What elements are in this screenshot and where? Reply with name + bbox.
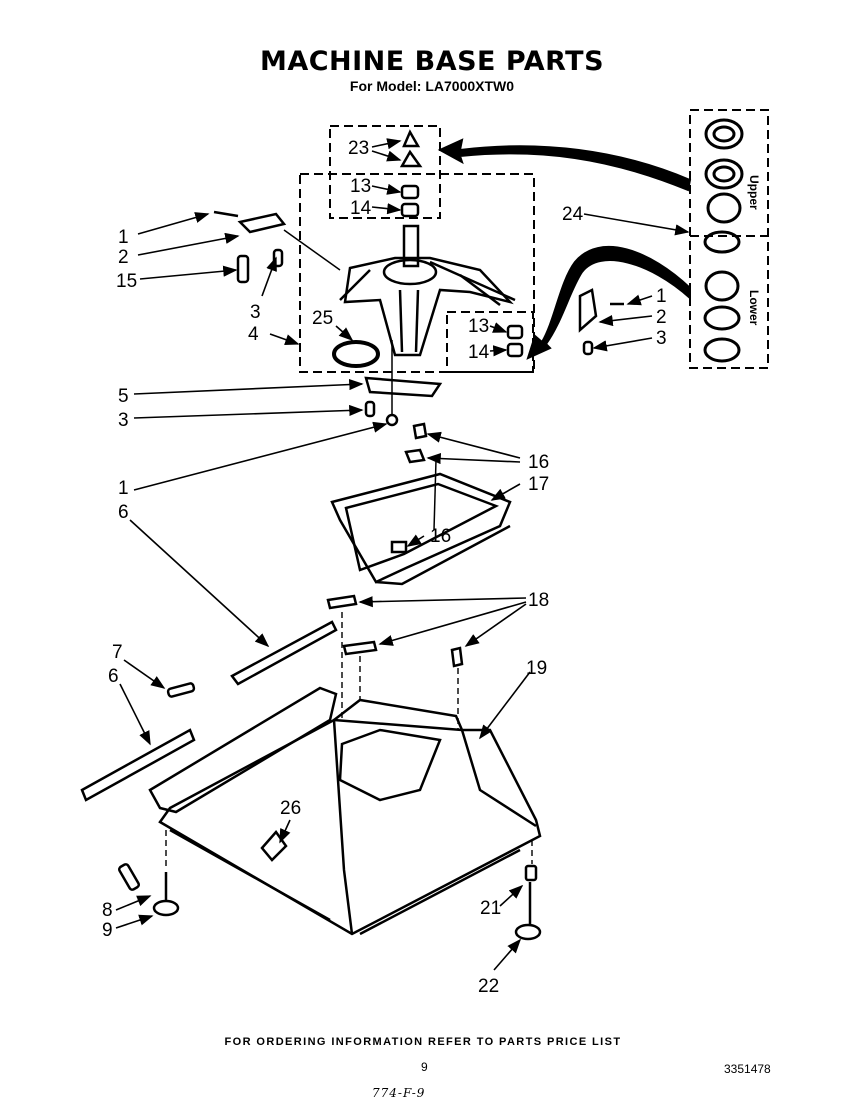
- glide-icon: [342, 640, 378, 656]
- cone-part-icon: [402, 129, 421, 148]
- bearing-kit: [703, 118, 744, 363]
- callout-label: 19: [526, 658, 547, 679]
- hook-icon: [260, 829, 288, 862]
- transmission-assembly: [339, 256, 516, 357]
- callout-label: 14: [350, 198, 372, 219]
- callout-label: 5: [118, 386, 129, 407]
- callout-label: 6: [118, 502, 129, 523]
- bearing-ring-icon: [712, 165, 736, 183]
- bearing-ring-icon: [703, 337, 741, 363]
- lower-bearing-frame: [446, 311, 534, 373]
- bracket-icon: [578, 288, 598, 333]
- callout-label: 22: [478, 976, 499, 997]
- bearing-ring-icon: [704, 158, 744, 190]
- page-title: MACHINE BASE PARTS: [259, 46, 605, 77]
- spring-icon: [166, 682, 196, 698]
- callout-label: 6: [108, 666, 119, 687]
- foot-pad-icon: [514, 923, 542, 941]
- lower-label: Lower: [747, 290, 761, 326]
- bearing-ring-icon: [712, 125, 736, 143]
- left-bracket-parts: [213, 210, 341, 284]
- callout-label: 16: [430, 526, 451, 547]
- ordering-note: FOR ORDERING INFORMATION REFER TO PARTS …: [224, 1036, 622, 1048]
- callout-label: 24: [562, 204, 584, 225]
- callout-label: 16: [528, 452, 549, 473]
- callout-label: 3: [118, 410, 129, 431]
- callout-label: 4: [248, 324, 259, 345]
- pad-icon: [412, 422, 428, 440]
- bearing-part-icon: [506, 324, 524, 340]
- lower-curved-arrow: [526, 246, 691, 360]
- transmission-frame: [299, 173, 535, 373]
- curved-arrows: [437, 138, 692, 360]
- foot-pad-icon: [152, 899, 180, 917]
- callout-label: 17: [528, 474, 549, 495]
- side-rail-icon: [80, 728, 196, 802]
- callout-label: 2: [118, 247, 129, 268]
- tub-support-frame: [330, 459, 512, 586]
- leader-lines: [115, 138, 690, 971]
- bearing-ring-icon: [704, 118, 744, 150]
- callout-label: 7: [112, 642, 123, 663]
- callout-label: 8: [102, 900, 113, 921]
- callout-numbers: 1 2 15 3 4 25 23 13 14 24 1 2 3 13 14 5 …: [102, 138, 667, 997]
- callout-label: 3: [250, 302, 261, 323]
- roller-bearing-icon: [704, 270, 740, 302]
- handwritten-note: 774-F-9: [372, 1086, 426, 1100]
- bearing-part-icon: [400, 184, 420, 200]
- bearing-ring-icon: [703, 305, 741, 331]
- roller-bearing-icon: [706, 192, 742, 224]
- callout-label: 25: [312, 308, 333, 329]
- bearing-ring-icon: [703, 230, 741, 254]
- pad-icon: [404, 448, 426, 464]
- callout-label: 9: [102, 920, 113, 941]
- upper-curved-arrow: [437, 138, 692, 192]
- bracket-icon: [364, 376, 443, 398]
- callout-label: 2: [656, 307, 667, 328]
- callout-label: 14: [468, 342, 490, 363]
- right-bracket-parts: [506, 288, 624, 358]
- document-number: 3351478: [724, 1062, 771, 1076]
- callout-label: 1: [656, 286, 667, 307]
- callout-label: 26: [280, 798, 301, 819]
- seal-ring-icon: [332, 340, 380, 368]
- callout-label: 23: [348, 138, 369, 159]
- callout-label: 15: [116, 271, 137, 292]
- middle-parts: [364, 340, 443, 464]
- callout-label: 18: [528, 590, 549, 611]
- bracket-icon: [237, 212, 287, 234]
- callout-label: 13: [468, 316, 489, 337]
- bolt-icon: [385, 413, 399, 427]
- upper-label: Upper: [747, 175, 761, 210]
- cone-part-icon: [399, 149, 423, 168]
- callout-label: 1: [118, 227, 129, 248]
- spring-icon: [236, 254, 250, 284]
- bolt-icon: [213, 210, 239, 218]
- bearing-part-icon: [400, 202, 420, 218]
- guide-lines: [165, 612, 533, 866]
- base-rails: [80, 594, 464, 802]
- model-subtitle: For Model: LA7000XTW0: [349, 78, 515, 94]
- leg-icon: [118, 863, 140, 891]
- callout-label: 3: [656, 328, 667, 349]
- callout-label: 21: [480, 898, 501, 919]
- side-rail-icon: [230, 620, 338, 686]
- callout-label: 1: [118, 478, 129, 499]
- clip-icon: [364, 400, 376, 418]
- top-bearing-frame: [329, 125, 441, 219]
- callout-label: 13: [350, 176, 371, 197]
- bearing-part-icon: [506, 342, 524, 358]
- spindle-parts: [399, 129, 423, 268]
- spindle-shaft: [402, 224, 420, 268]
- glide-icon: [326, 594, 358, 610]
- nut-icon: [524, 864, 538, 882]
- leveling-feet: [118, 863, 542, 941]
- clip-icon: [582, 340, 594, 356]
- page-number: 9: [421, 1060, 428, 1074]
- glide-icon: [450, 646, 464, 668]
